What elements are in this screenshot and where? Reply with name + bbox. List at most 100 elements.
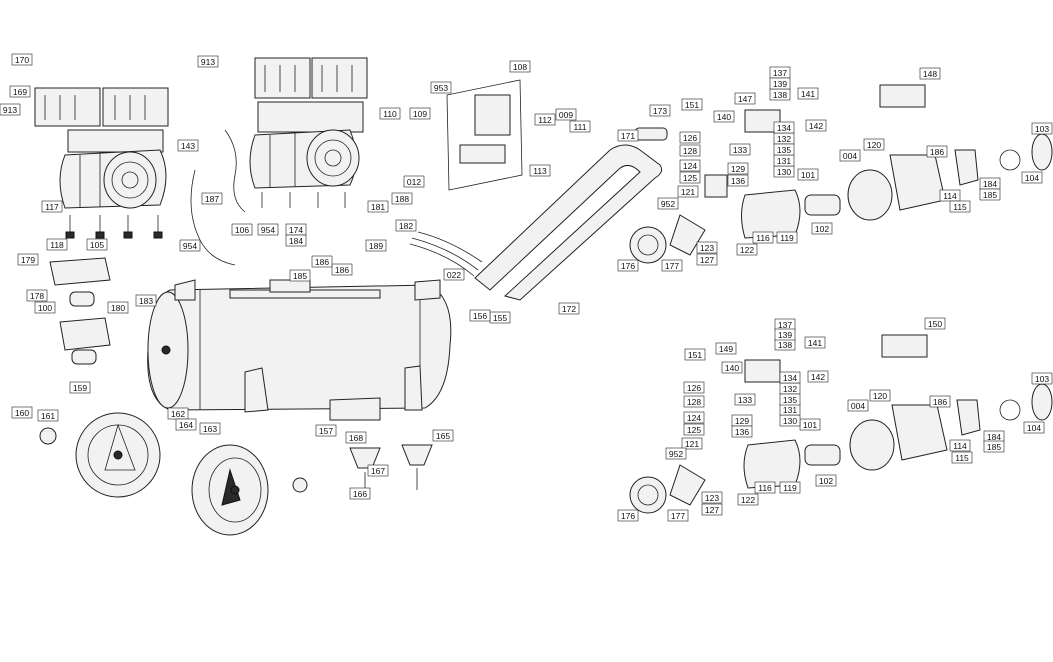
- part-number: 130: [777, 167, 791, 177]
- part-callout-119: 119: [779, 481, 801, 494]
- part-callout-173: 173: [649, 104, 671, 117]
- part-callout-103: 103: [1031, 122, 1053, 135]
- part-callout-164: 164: [175, 418, 197, 431]
- part-number: 167: [371, 466, 385, 476]
- part-callout-117: 117: [41, 200, 63, 213]
- part-number: 186: [315, 257, 329, 267]
- part-number: 104: [1027, 423, 1041, 433]
- air-line-182: [409, 231, 483, 277]
- part-number: 104: [1025, 173, 1039, 183]
- part-number: 182: [399, 221, 413, 231]
- part-callout-101: 101: [797, 168, 819, 181]
- part-callout-131: 131: [779, 403, 801, 416]
- part-callout-136: 136: [727, 174, 749, 187]
- part-callout-166: 166: [349, 487, 371, 500]
- part-number: 148: [923, 69, 937, 79]
- part-callout-185: 185: [289, 269, 311, 282]
- part-callout-127: 127: [701, 503, 723, 516]
- part-callout-118: 118: [46, 238, 68, 251]
- part-callout-913: 913: [197, 55, 219, 68]
- part-callout-189: 189: [365, 239, 387, 252]
- part-callout-116: 116: [754, 481, 776, 494]
- part-callout-129: 129: [731, 414, 753, 427]
- part-number: 140: [717, 112, 731, 122]
- part-callout-105: 105: [86, 238, 108, 251]
- part-callout-176: 176: [617, 509, 639, 522]
- part-callout-161: 161: [37, 409, 59, 422]
- part-number: 117: [45, 202, 59, 212]
- part-number: 954: [261, 225, 275, 235]
- part-number: 120: [867, 140, 881, 150]
- part-callout-130: 130: [773, 165, 795, 178]
- part-callout-135: 135: [773, 143, 795, 156]
- part-callout-131: 131: [773, 154, 795, 167]
- left-motor-pump: [34, 87, 169, 239]
- part-number: 102: [819, 476, 833, 486]
- part-number: 129: [731, 164, 745, 174]
- part-callout-171: 171: [617, 129, 639, 142]
- part-callout-121: 121: [677, 185, 699, 198]
- part-callout-954: 954: [179, 239, 201, 252]
- part-callout-106: 106: [231, 223, 253, 236]
- air-tank: [147, 279, 452, 421]
- part-number: 149: [719, 344, 733, 354]
- part-callout-174: 174: [285, 223, 307, 236]
- part-number: 141: [801, 89, 815, 99]
- part-number: 134: [777, 123, 791, 133]
- part-number: 128: [683, 146, 697, 156]
- part-callout-139: 139: [774, 328, 796, 341]
- part-callout-185: 185: [983, 440, 1005, 453]
- part-callout-148: 148: [919, 67, 941, 80]
- part-callout-150: 150: [924, 317, 946, 330]
- pump-assembly-upper: [629, 84, 1053, 264]
- part-number: 142: [809, 121, 823, 131]
- part-number: 125: [683, 173, 697, 183]
- part-number: 176: [621, 261, 635, 271]
- filter-180: [59, 317, 111, 351]
- part-callout-009: 009: [555, 108, 577, 121]
- part-callout-100: 100: [34, 301, 56, 314]
- part-callout-112: 112: [534, 113, 556, 126]
- part-number: 183: [139, 296, 153, 306]
- part-number: 122: [741, 495, 755, 505]
- part-callout-116: 116: [752, 231, 774, 244]
- part-callout-162: 162: [167, 407, 189, 420]
- part-number: 115: [953, 202, 967, 212]
- part-callout-185: 185: [979, 188, 1001, 201]
- part-number: 186: [930, 147, 944, 157]
- part-number: 147: [738, 94, 752, 104]
- part-number: 173: [653, 106, 667, 116]
- part-callout-176: 176: [617, 259, 639, 272]
- part-callout-913: 913: [0, 103, 21, 116]
- part-callout-124: 124: [683, 411, 705, 424]
- part-callout-104: 104: [1023, 421, 1045, 434]
- part-number: 913: [201, 57, 215, 67]
- part-callout-128: 128: [679, 144, 701, 157]
- part-callout-115: 115: [949, 200, 971, 213]
- part-callout-186: 186: [929, 395, 951, 408]
- part-number: 151: [685, 100, 699, 110]
- part-callout-184: 184: [979, 177, 1001, 190]
- part-callout-952: 952: [665, 447, 687, 460]
- part-number: 120: [873, 391, 887, 401]
- part-number: 136: [735, 427, 749, 437]
- part-callout-141: 141: [804, 336, 826, 349]
- part-number: 100: [38, 303, 52, 313]
- part-number: 004: [851, 401, 865, 411]
- center-motor-pump: [249, 57, 368, 208]
- part-callout-115: 115: [951, 451, 973, 464]
- part-callout-012: 012: [403, 175, 425, 188]
- part-callout-135: 135: [779, 393, 801, 406]
- part-number: 179: [21, 255, 35, 265]
- part-number: 181: [371, 202, 385, 212]
- part-number: 130: [783, 416, 797, 426]
- part-callout-151: 151: [681, 98, 703, 111]
- part-number: 136: [731, 176, 745, 186]
- part-callout-111: 111: [569, 120, 591, 133]
- part-callout-119: 119: [776, 231, 798, 244]
- part-callout-109: 109: [409, 107, 431, 120]
- part-number: 157: [319, 426, 333, 436]
- part-number: 954: [183, 241, 197, 251]
- part-callout-114: 114: [939, 189, 961, 202]
- part-callout-168: 168: [345, 431, 367, 444]
